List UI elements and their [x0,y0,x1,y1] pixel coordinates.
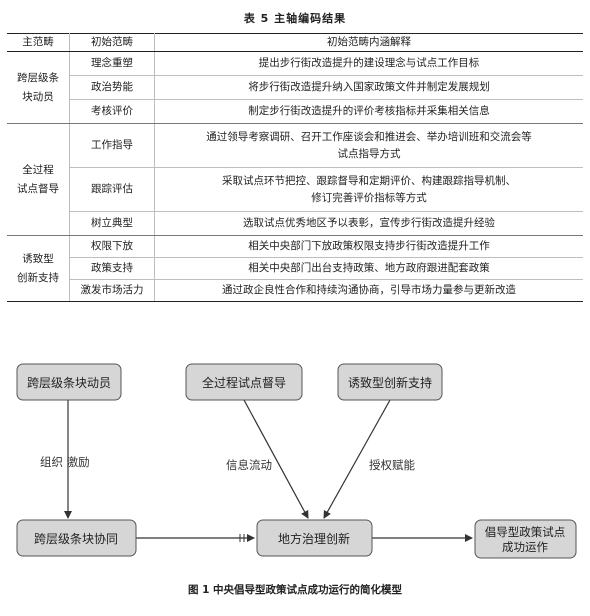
explanation-line: 通过领导考察调研、召开工作座谈会和推进会、举办培训班和交流会等 [206,130,532,143]
node-governance: 地方治理创新 [256,519,373,557]
category-explanation: 制定步行街改造提升的评价考核指标并采集相关信息 [154,99,583,124]
main-category-line: 跨层级条 [17,71,59,84]
initial-category: 权限下放 [69,235,155,258]
table-row: 政治势能 将步行街改造提升纳入国家政策文件并制定发展规划 [7,75,583,100]
figure-caption: 图 1 中央倡导型政策试点成功运行的简化模型 [187,584,403,596]
node-mobilize: 跨层级条块动员 [16,363,122,401]
node-supervise-label: 全过程试点督导 [202,375,286,390]
main-category-line: 全过程 [22,163,54,176]
table-row: 树立典型 选取试点优秀地区予以表彰，宣传步行街改造提升经验 [7,211,583,236]
main-category-support: 诱致型 创新支持 [7,235,70,302]
node-supervise: 全过程试点督导 [185,363,303,401]
arrow-supervise-to-governance [243,399,309,519]
initial-category: 理念重塑 [69,51,155,76]
initial-category: 跟踪评估 [69,167,155,212]
main-category-line: 创新支持 [17,271,59,284]
initial-category: 激发市场活力 [69,279,155,302]
main-category-line: 诱致型 [22,252,54,265]
main-category-supervise: 全过程 试点督导 [7,123,70,236]
explanation-line: 修订完善评价指标等方式 [311,191,427,204]
header-initial-category: 初始范畴 [69,33,155,52]
edge-label-organize: 组织 激励 [40,455,90,469]
header-main-category: 主范畴 [7,33,70,52]
policy-pilot-model-diagram: 跨层级条块动员 全过程试点督导 诱致型创新支持 跨层级条块协同 地方治理创新 倡… [16,363,577,559]
table-row: 跟踪评估 采取试点环节把控、跟踪督导和定期评价、构建跟踪指导机制、 修订完善评价… [7,167,583,212]
initial-category: 政策支持 [69,257,155,280]
category-explanation: 选取试点优秀地区予以表彰，宣传步行街改造提升经验 [154,211,583,236]
table-row: 跨层级条 块动员 理念重塑 提出步行街改造提升的建设理念与试点工作目标 [7,51,583,124]
initial-category: 树立典型 [69,211,155,236]
category-explanation: 将步行街改造提升纳入国家政策文件并制定发展规划 [154,75,583,100]
node-support: 诱致型创新支持 [337,363,443,401]
table-caption: 表 5 主轴编码结果 [243,12,347,25]
main-category-line: 块动员 [22,90,54,103]
table-row: 政策支持 相关中央部门出台支持政策、地方政府跟进配套政策 [7,257,583,280]
category-explanation: 通过领导考察调研、召开工作座谈会和推进会、举办培训班和交流会等 试点指导方式 [154,123,583,168]
node-success: 倡导型政策试点 成功运作 [474,519,577,559]
node-success-label-line1: 倡导型政策试点 [485,525,566,539]
main-category-mobilize: 跨层级条 块动员 [7,51,70,124]
table-row: 激发市场活力 通过政企良性合作和持续沟通协商，引导市场力量参与更新改造 [7,279,583,302]
category-explanation: 采取试点环节把控、跟踪督导和定期评价、构建跟踪指导机制、 修订完善评价指标等方式 [154,167,583,212]
node-coordinate-label: 跨层级条块协同 [34,531,118,546]
table-row: 考核评价 制定步行街改造提升的评价考核指标并采集相关信息 [7,99,583,124]
table-row: 全过程 试点督导 工作指导 通过领导考察调研、召开工作座谈会和推进会、举办培训班… [7,123,583,236]
explanation-line: 试点指导方式 [337,147,401,160]
main-category-line: 试点督导 [17,182,59,195]
node-support-label: 诱致型创新支持 [348,375,432,390]
initial-category: 工作指导 [69,123,155,168]
node-success-label-line2: 成功运作 [502,540,548,554]
category-explanation: 提出步行街改造提升的建设理念与试点工作目标 [154,51,583,76]
arrow-support-to-governance [323,399,391,519]
initial-category: 政治势能 [69,75,155,100]
node-mobilize-label: 跨层级条块动员 [27,376,111,390]
edge-label-empower: 授权赋能 [369,458,415,472]
table-header-row: 主范畴 初始范畴 初始范畴内涵解释 [7,33,583,52]
explanation-line: 采取试点环节把控、跟踪督导和定期评价、构建跟踪指导机制、 [222,174,516,187]
node-governance-label: 地方治理创新 [278,531,350,546]
table-row: 诱致型 创新支持 权限下放 相关中央部门下放政策权限支持步行街改造提升工作 [7,235,583,302]
header-explanation: 初始范畴内涵解释 [154,33,583,52]
category-explanation: 相关中央部门下放政策权限支持步行街改造提升工作 [154,235,583,258]
axial-coding-table: 主范畴 初始范畴 初始范畴内涵解释 跨层级条 块动员 理念重塑 提出步行街改造提… [7,33,583,302]
category-explanation: 相关中央部门出台支持政策、地方政府跟进配套政策 [154,257,583,280]
edge-label-info-flow: 信息流动 [226,458,272,472]
node-coordinate: 跨层级条块协同 [16,519,137,557]
category-explanation: 通过政企良性合作和持续沟通协商，引导市场力量参与更新改造 [154,279,583,302]
initial-category: 考核评价 [69,99,155,124]
